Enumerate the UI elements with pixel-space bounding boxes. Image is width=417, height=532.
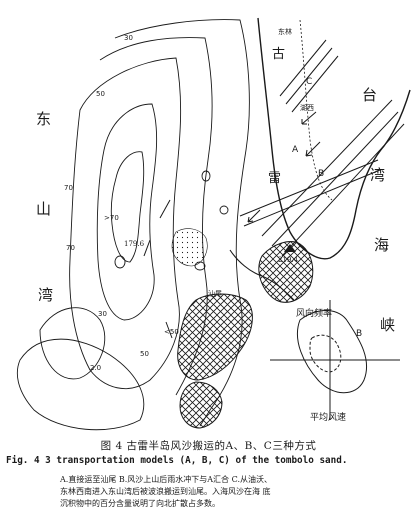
sea-label-tai: 台 xyxy=(362,86,377,104)
dotted-shoal xyxy=(171,228,208,267)
contour-label-8: 2.0 xyxy=(90,364,101,372)
rose-speed-shape xyxy=(309,334,342,373)
islet-4 xyxy=(219,205,229,215)
contour-label-2: 50 xyxy=(96,90,105,98)
contour-label-6: 30 xyxy=(98,310,107,318)
arrow-6 xyxy=(165,321,173,339)
sea-label-taiwan-wan: 湾 xyxy=(370,166,385,184)
contour-70 xyxy=(69,57,182,389)
arrow-2 xyxy=(301,111,317,125)
contour-inner-2 xyxy=(110,151,145,263)
sea-label-shan: 山 xyxy=(36,200,51,218)
route-line-8 xyxy=(243,169,381,227)
place-label-lei: 雷 xyxy=(268,171,281,186)
route-line-5 xyxy=(285,47,333,105)
tombolo-sand-bodies xyxy=(171,228,314,429)
rose-frequency-shape xyxy=(296,310,368,394)
contour-label-1: 30 xyxy=(124,34,133,42)
arrow-4 xyxy=(159,199,171,219)
caption-note-line: 东林西南进入东山湾后被波浪搬运到汕尾。入海风沙在海 底 xyxy=(60,487,271,496)
contour-label-7: <50 xyxy=(164,328,179,336)
sand-body-east xyxy=(258,241,314,303)
contour-west-lobe xyxy=(39,307,106,380)
route-line-4 xyxy=(279,39,327,97)
caption-english-title: Fig. 4 3 transportation models (A, B, C)… xyxy=(6,455,348,466)
rose-b-label: B xyxy=(356,329,362,339)
islet-2 xyxy=(114,255,126,269)
rose-label-top: 风向频率 xyxy=(296,307,332,319)
coast-east-fringe xyxy=(299,19,333,201)
route-line-3 xyxy=(281,123,405,257)
route-line-2 xyxy=(271,111,399,247)
place-label-huxi: 湖西 xyxy=(300,103,314,112)
tombolo-map-figure: 风向频率 平均风速 B 219.4 东 山 湾 台 湾 海 峡 古 雷 东林 湖… xyxy=(16,17,411,431)
transport-arrows xyxy=(143,111,321,339)
caption-note-line: 沉积物中的百分含量说明了向北扩散占多数。 xyxy=(60,499,220,508)
place-label-dongfang: 东林 xyxy=(278,27,292,36)
map-canvas: 风向频率 平均风速 B 219.4 东 山 湾 台 湾 海 峡 古 雷 东林 湖… xyxy=(16,17,411,431)
inner-depth-label: >70 xyxy=(104,214,119,222)
place-label-gu: 古 xyxy=(272,47,285,62)
route-line-7 xyxy=(239,159,379,217)
sea-label-xia: 峡 xyxy=(380,316,395,334)
contour-sw xyxy=(16,338,145,431)
islet-3 xyxy=(194,261,206,271)
peninsula-coast xyxy=(229,17,411,301)
sea-label-hai: 海 xyxy=(374,236,389,254)
sea-label-dong: 东 xyxy=(36,110,51,128)
peak-elevation: 219.4 xyxy=(278,256,299,264)
sand-body-spit xyxy=(179,381,223,429)
islet-1 xyxy=(201,170,211,182)
sea-label-wan: 湾 xyxy=(38,286,53,304)
arrow-3 xyxy=(247,209,261,223)
contour-label-4: 70 xyxy=(66,244,75,252)
route-label-a: A xyxy=(292,145,299,155)
caption-note-line: A.直接运至汕尾 B.风沙上山后雨水冲下与A汇合 C.从油沃、 xyxy=(60,475,272,484)
place-label-shanwei: 汕尾 xyxy=(208,289,222,298)
arrow-1 xyxy=(305,141,321,157)
contour-label-5: 50 xyxy=(140,350,149,358)
rose-label-bottom: 平均风速 xyxy=(310,411,346,423)
transport-routes xyxy=(239,39,405,257)
caption-notes: A.直接运至汕尾 B.风沙上山后雨水冲下与A汇合 C.从油沃、 东林西南进入东山… xyxy=(60,474,400,510)
contour-label-3: 70 xyxy=(64,184,73,192)
route-label-b: B xyxy=(318,169,324,179)
contour-inner-1 xyxy=(96,103,158,321)
route-line-6 xyxy=(291,55,339,113)
islets xyxy=(114,170,229,271)
route-label-c: C xyxy=(306,77,312,87)
route-line-1 xyxy=(261,99,393,237)
sand-body-south xyxy=(177,293,253,381)
caption-chinese-title: 图 4 古雷半岛风沙搬运的A、B、C三种方式 xyxy=(100,440,317,452)
arrow-5 xyxy=(143,239,151,257)
wind-rose-inset: 风向频率 平均风速 B xyxy=(270,300,400,423)
peak-marker: 219.4 xyxy=(278,244,299,264)
peak-triangle xyxy=(284,244,296,252)
hill-elevation: 179.6 xyxy=(124,240,145,248)
